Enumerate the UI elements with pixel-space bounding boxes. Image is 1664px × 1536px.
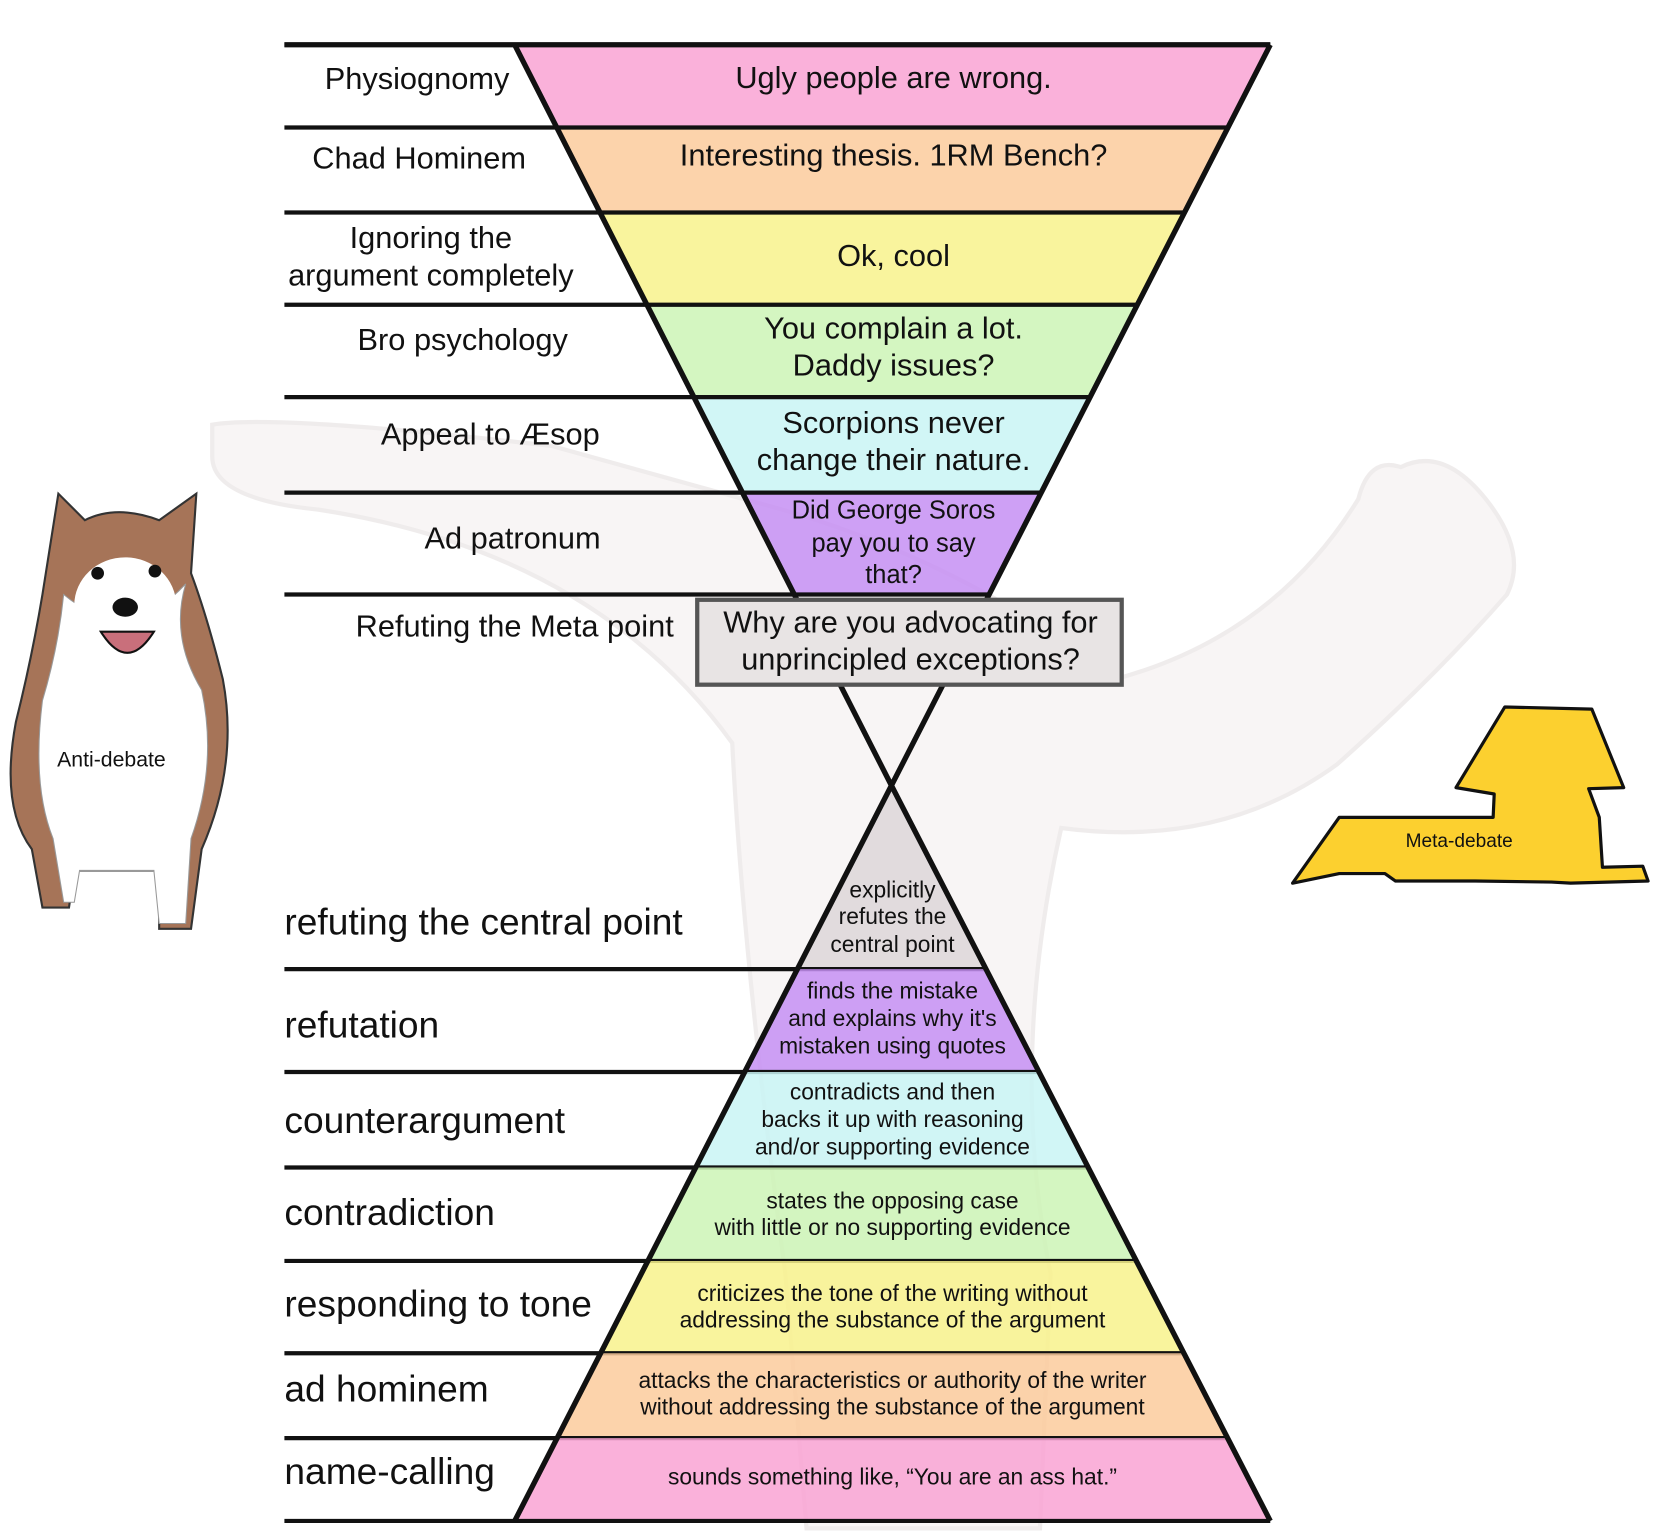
row-description-text: sounds something like, “You are an ass h…: [668, 1464, 1117, 1490]
top-pyramid-row: Physiognomy Ugly people are wrong.: [284, 42, 1271, 128]
husky-dog-illustration: Anti-debate: [9, 491, 229, 930]
row-description-text: without addressing the substance of the …: [639, 1393, 1145, 1419]
band-fill: [693, 397, 1091, 493]
row-label: Appeal to Æsop: [381, 416, 600, 451]
bottom-pyramid: refuting the central pointexplicitlyrefu…: [284, 785, 1271, 1524]
hourglass-outline: [284, 42, 1273, 1523]
meta-box-text-line: unprincipled exceptions?: [741, 641, 1080, 676]
bottom-pyramid-row: counterargument contradicts and thenbacks…: [284, 1072, 1089, 1170]
anti-debate-label: Anti-debate: [57, 749, 166, 772]
row-example-text: Scorpions never: [782, 405, 1004, 440]
sphinx-illustration: Meta-debate: [1290, 705, 1650, 885]
band-fill: [556, 127, 1228, 213]
row-example-text: change their nature.: [757, 442, 1031, 477]
band-fill: [600, 1260, 1184, 1354]
row-description-text: states the opposing case: [766, 1188, 1018, 1214]
band-fill: [599, 212, 1185, 305]
row-example-text: You complain a lot.: [764, 310, 1023, 345]
top-pyramid-row: Ad patronum Did George Soros pay you to sa…: [284, 490, 1042, 595]
row-label: Chad Hominem: [312, 141, 526, 176]
band-fill: [557, 1353, 1228, 1439]
row-label: contradiction: [284, 1191, 495, 1233]
band-fill: [744, 969, 1040, 1073]
row-example-text: Daddy issues?: [793, 348, 995, 383]
row-description-text: refutes the: [839, 903, 947, 929]
bottom-pyramid-row: responding to tone criticizes the tone of…: [284, 1260, 1184, 1356]
row-label: ad hominem: [284, 1367, 488, 1409]
band-fill: [514, 1438, 1271, 1521]
band-fill: [797, 785, 987, 970]
row-description-text: explicitly: [849, 877, 936, 903]
right-edge: [888, 43, 1273, 1523]
band-fill: [514, 44, 1271, 128]
row-example-text: Ok, cool: [837, 238, 950, 273]
row-description-text: with little or no supporting evidence: [713, 1214, 1070, 1240]
row-label: refuting the central point: [284, 900, 683, 942]
row-description-text: contradicts and then: [790, 1078, 995, 1104]
meta-point-box: Refuting the Meta point Why are you advo…: [356, 597, 1124, 687]
row-description-text: addressing the substance of the argument: [680, 1306, 1106, 1332]
row-example-text: Did George Soros: [792, 496, 996, 524]
row-label: name-calling: [284, 1450, 494, 1492]
top-inverted-pyramid: Physiognomy Ugly people are wrong. Chad Ho…: [284, 42, 1271, 597]
row-description-text: criticizes the tone of the writing witho…: [697, 1280, 1088, 1306]
row-label: responding to tone: [284, 1282, 592, 1324]
bottom-pyramid-row: contradiction states the opposing casewit…: [284, 1167, 1137, 1264]
meta-row-label: Refuting the Meta point: [356, 609, 675, 644]
row-label: refutation: [284, 1003, 439, 1045]
band-fill: [646, 304, 1138, 398]
row-example-text: that?: [865, 561, 922, 589]
band-fill: [742, 492, 1042, 595]
row-example-text: Ugly people are wrong.: [735, 60, 1051, 95]
row-label: Ad patronum: [424, 520, 600, 555]
top-pyramid-row: Chad Hominem Interesting thesis. 1RM Benc…: [284, 125, 1228, 213]
row-example-text: pay you to say: [811, 529, 975, 557]
row-label: counterargument: [284, 1099, 565, 1141]
meta-debate-label: Meta-debate: [1406, 831, 1513, 852]
band-fill: [695, 1072, 1089, 1168]
top-pyramid-row: Bro psychology You complain a lot.Daddy i…: [284, 302, 1138, 398]
meta-box-text-line: Why are you advocating for: [723, 604, 1098, 639]
bottom-pyramid-row: name-calling sounds something like, “You …: [284, 1438, 1271, 1524]
row-description-text: mistaken using quotes: [779, 1033, 1006, 1059]
row-example-text: Interesting thesis. 1RM Bench?: [680, 137, 1108, 172]
row-description-text: attacks the characteristics or authority…: [638, 1367, 1146, 1393]
band-fill: [647, 1167, 1137, 1261]
bottom-pyramid-row: ad hominem attacks the characteristics or…: [284, 1353, 1228, 1441]
row-label: Bro psychology: [358, 322, 569, 357]
bottom-pyramid-row: refuting the central point explicitlyrefu…: [284, 785, 987, 972]
row-description-text: backs it up with reasoning: [761, 1106, 1023, 1132]
row-label: Physiognomy: [325, 61, 510, 96]
row-description-text: finds the mistake: [807, 977, 978, 1003]
row-label: Ignoring the: [350, 220, 513, 255]
row-description-text: central point: [830, 931, 955, 957]
row-label: argument completely: [288, 257, 574, 292]
row-description-text: and explains why it's: [788, 1005, 996, 1031]
row-description-text: and/or supporting evidence: [755, 1133, 1030, 1159]
